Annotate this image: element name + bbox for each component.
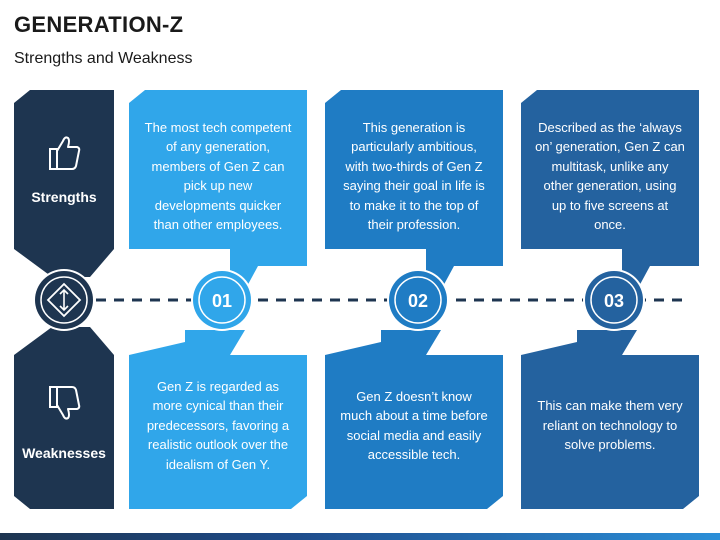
weakness-card-1: Gen Z is regarded as more cynical than t… bbox=[129, 355, 307, 496]
footer-bar bbox=[0, 533, 720, 540]
strengths-label-box: Strengths bbox=[14, 103, 114, 249]
strengths-label: Strengths bbox=[31, 189, 97, 205]
weaknesses-label-box: Weaknesses bbox=[14, 355, 114, 496]
step-node-1 bbox=[191, 269, 253, 331]
page-title: GENERATION-Z bbox=[14, 12, 184, 37]
weakness-card-2: Gen Z doesn’t know much about a time bef… bbox=[325, 355, 503, 496]
step-number-3: 03 bbox=[604, 291, 624, 311]
timeline-start-node bbox=[33, 269, 95, 331]
thumbs-up-icon bbox=[49, 136, 81, 170]
step-number-1: 01 bbox=[212, 291, 232, 311]
page-subtitle: Strengths and Weakness bbox=[14, 50, 193, 67]
step-node-2 bbox=[387, 269, 449, 331]
thumbs-down-icon bbox=[49, 386, 81, 420]
weaknesses-label: Weaknesses bbox=[22, 445, 106, 461]
weakness-card-3: This can make them very reliant on techn… bbox=[521, 355, 699, 496]
step-node-3 bbox=[583, 269, 645, 331]
step-number-2: 02 bbox=[408, 291, 428, 311]
diamond-arrows-icon bbox=[46, 282, 82, 318]
strength-card-2: This generation is particularly ambitiou… bbox=[325, 103, 503, 249]
strength-card-1: The most tech competent of any generatio… bbox=[129, 103, 307, 249]
strength-card-3: Described as the ‘always on’ generation,… bbox=[521, 103, 699, 249]
